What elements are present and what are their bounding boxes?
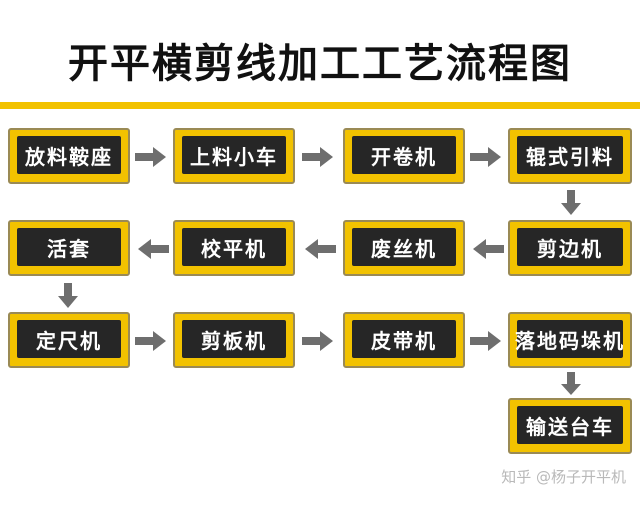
step-belt-conveyor: 皮带机: [343, 312, 465, 368]
step-label: 放料鞍座: [17, 136, 121, 174]
arrow-right-icon: [302, 331, 333, 351]
arrow-right-icon: [470, 147, 501, 167]
step-transfer-cart: 输送台车: [508, 398, 632, 454]
arrow-right-icon: [135, 147, 166, 167]
step-label: 皮带机: [352, 320, 456, 358]
step-unwinder-saddle: 放料鞍座: [8, 128, 130, 184]
step-label: 辊式引料: [517, 136, 623, 174]
step-label: 落地码垛机: [515, 320, 623, 358]
step-scrap-chopper: 废丝机: [343, 220, 465, 276]
step-floor-stacker: 落地码垛机: [508, 312, 632, 368]
step-label: 活套: [17, 228, 121, 266]
step-looper: 活套: [8, 220, 130, 276]
step-leveler: 校平机: [173, 220, 295, 276]
arrow-left-icon: [473, 239, 504, 259]
arrow-right-icon: [470, 331, 501, 351]
step-roller-leader: 辊式引料: [508, 128, 632, 184]
title-underline: [0, 102, 640, 109]
step-label: 开卷机: [352, 136, 456, 174]
step-cut-to-length: 定尺机: [8, 312, 130, 368]
step-label: 废丝机: [352, 228, 456, 266]
step-shear: 剪板机: [173, 312, 295, 368]
step-label: 定尺机: [17, 320, 121, 358]
arrow-right-icon: [302, 147, 333, 167]
arrow-left-icon: [138, 239, 169, 259]
diagram-title: 开平横剪线加工工艺流程图: [68, 41, 572, 87]
step-loading-car: 上料小车: [173, 128, 295, 184]
step-edge-trimmer: 剪边机: [508, 220, 632, 276]
watermark: 知乎 @杨子开平机: [501, 468, 626, 486]
arrow-down-icon: [561, 372, 581, 395]
arrow-left-icon: [305, 239, 336, 259]
arrow-down-icon: [561, 190, 581, 215]
step-label: 上料小车: [182, 136, 286, 174]
step-uncoiler: 开卷机: [343, 128, 465, 184]
arrow-down-icon: [58, 283, 78, 308]
arrow-right-icon: [135, 331, 166, 351]
step-label: 剪边机: [517, 228, 623, 266]
step-label: 校平机: [182, 228, 286, 266]
step-label: 剪板机: [182, 320, 286, 358]
step-label: 输送台车: [517, 406, 623, 444]
